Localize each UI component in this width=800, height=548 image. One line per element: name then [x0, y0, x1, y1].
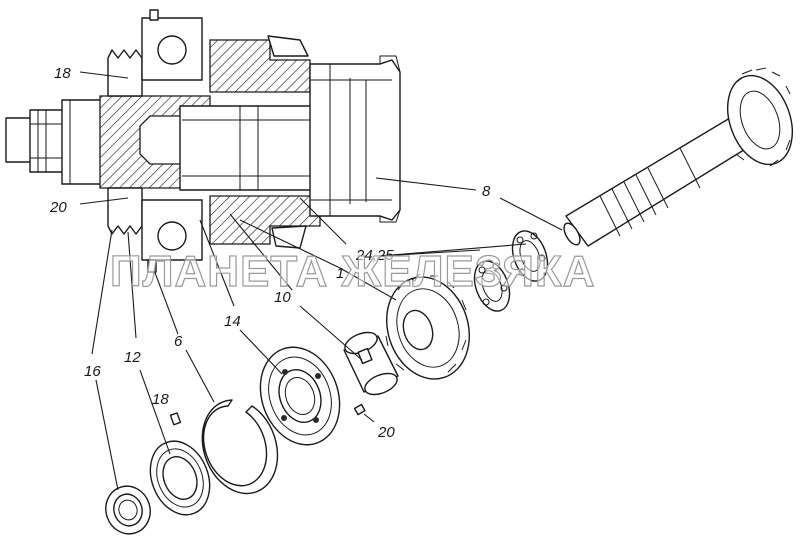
input-shaft-stub — [5, 99, 103, 185]
callout-6: 6 — [174, 333, 183, 350]
output-shaft — [563, 67, 793, 247]
bottom-mounting-lug — [141, 199, 203, 273]
callout-10: 10 — [274, 289, 291, 306]
needle-bearing-1 — [511, 230, 549, 282]
callout-20-left: 20 — [49, 199, 67, 216]
shaft-end-gear — [727, 67, 793, 167]
pin-20 — [353, 403, 366, 416]
callout-8: 8 — [482, 183, 491, 200]
callout-1: 1 — [336, 265, 344, 282]
end-nut — [105, 485, 151, 535]
bushing-sleeve — [343, 331, 399, 396]
callout-labels: 18 20 8 24,25 1 10 14 6 12 16 18 20 — [49, 65, 491, 441]
callout-18-top: 18 — [54, 65, 71, 82]
upper-bearing — [267, 35, 309, 57]
needle-bearing-2 — [473, 260, 511, 312]
spur-gear — [385, 273, 470, 380]
snap-ring — [201, 399, 279, 495]
callout-18-bottom: 18 — [152, 391, 169, 408]
callout-24-25: 24,25 — [355, 247, 394, 264]
leader-lines — [79, 71, 563, 491]
clutch-drum — [309, 55, 401, 223]
housing-cross-section — [5, 9, 401, 273]
callout-16: 16 — [84, 363, 101, 380]
callout-14: 14 — [224, 313, 241, 330]
pin-18 — [169, 412, 182, 426]
callout-20-bottom: 20 — [377, 424, 395, 441]
top-mounting-lug — [141, 9, 203, 81]
seal-ring — [149, 440, 211, 516]
carrier-gear-top — [107, 49, 143, 97]
carrier-gear-bottom — [107, 187, 143, 235]
callout-12: 12 — [124, 349, 141, 366]
watermark-text: ПЛАНЕТА ЖЕЛЕЗЯКА — [110, 247, 596, 296]
lower-bearing — [271, 225, 307, 249]
